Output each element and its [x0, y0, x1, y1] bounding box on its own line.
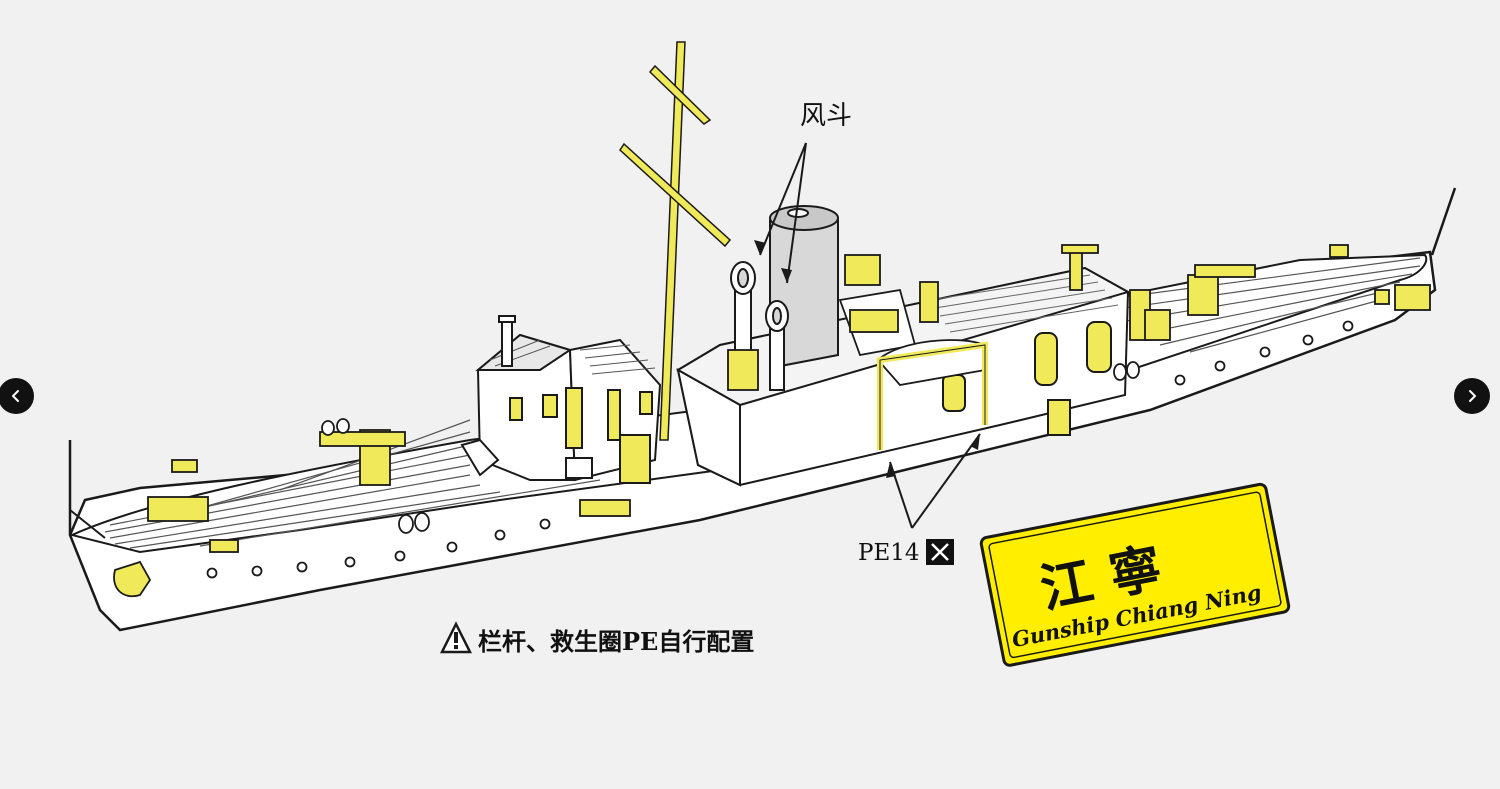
pe-label: PE14: [858, 540, 920, 566]
pe-callout: PE14: [858, 433, 981, 566]
mast: [619, 41, 732, 441]
chevron-right-icon: [1469, 390, 1476, 402]
chevron-left-icon: [12, 390, 19, 402]
forward-cabin: [460, 315, 662, 484]
bollards: [321, 361, 1140, 534]
photo-etch-details: [113, 244, 1431, 598]
vent-label: 风斗: [800, 101, 852, 131]
previous-image-button[interactable]: [0, 378, 34, 414]
nameplate: 江 寧 Gunship Chiang Ning: [979, 482, 1291, 667]
funnel: [769, 205, 839, 370]
next-image-button[interactable]: [1454, 378, 1490, 414]
warning-note: 栏杆、救生圈PE自行配置: [439, 621, 754, 656]
ventilators: [730, 261, 789, 391]
warning-text: 栏杆、救生圈PE自行配置: [478, 627, 754, 656]
warning-icon: [439, 621, 473, 654]
vent-callout: 风斗: [754, 101, 852, 284]
